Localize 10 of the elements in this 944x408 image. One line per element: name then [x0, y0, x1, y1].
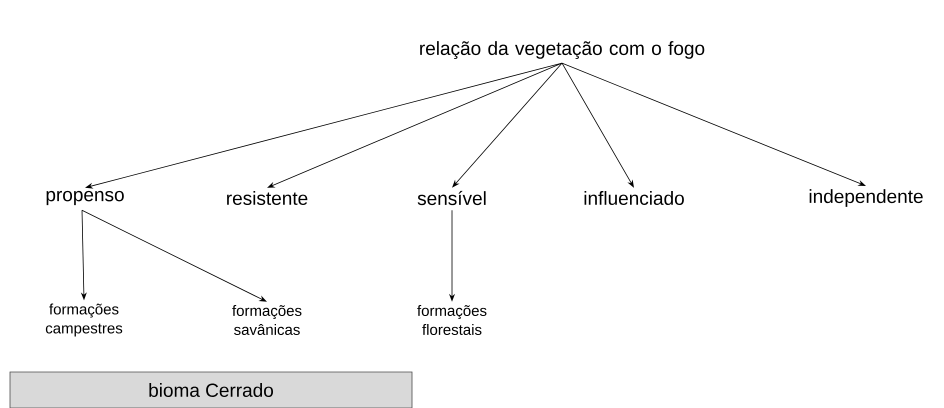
- formation-label: formações campestres: [46, 304, 122, 336]
- biome-band: bioma Cerrado: [10, 372, 412, 408]
- category-label: influenciado: [584, 191, 684, 205]
- category-label: propenso: [46, 190, 124, 206]
- category-label: independente: [810, 189, 923, 207]
- formation-label: formações savânicas: [232, 305, 302, 335]
- formation-label: formações florestais: [417, 305, 486, 335]
- title-label: relação da vegetação com o fogo: [420, 41, 704, 59]
- category-label: sensível: [418, 190, 486, 206]
- category-label: resistente: [227, 191, 308, 205]
